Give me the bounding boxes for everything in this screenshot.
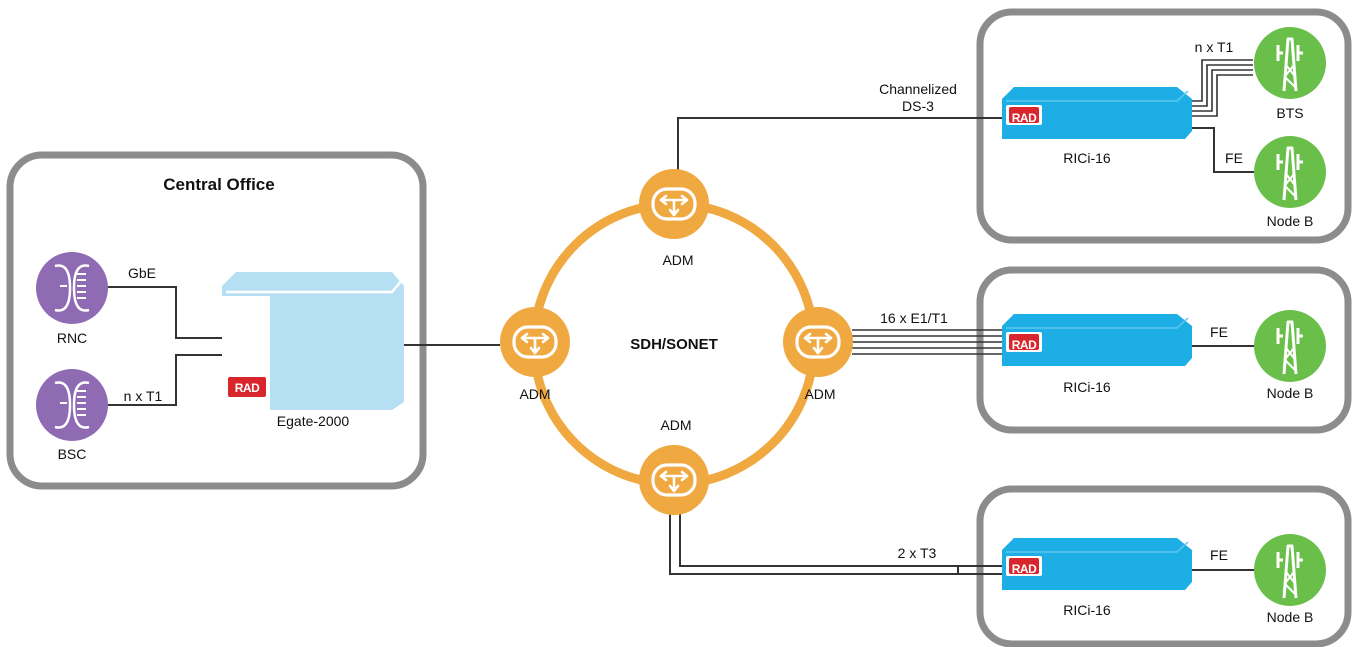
gbe-link bbox=[108, 286, 222, 339]
egate-label: Egate-2000 bbox=[277, 413, 350, 429]
adm-right-icon bbox=[781, 305, 855, 379]
adm-left-icon bbox=[498, 305, 572, 379]
site3-rad-text: RAD bbox=[1012, 562, 1037, 576]
fe-label-site2: FE bbox=[1210, 324, 1228, 340]
site1-frame bbox=[976, 8, 1352, 244]
central-office-frame bbox=[6, 151, 427, 490]
rnc-icon bbox=[34, 250, 110, 326]
fe-link-site1 bbox=[1182, 127, 1254, 173]
ds3-link bbox=[677, 117, 1002, 182]
site1-rad-text: RAD bbox=[1012, 111, 1037, 125]
ring-label: SDH/SONET bbox=[630, 336, 718, 353]
e1-t1-links bbox=[852, 329, 1002, 355]
site2-nodeb-label: Node B bbox=[1267, 385, 1314, 401]
site2-rad-text: RAD bbox=[1012, 338, 1037, 352]
egate-rad-text: RAD bbox=[235, 381, 260, 395]
site1-nodeb-antenna-icon bbox=[1252, 134, 1328, 210]
ds3-label-line1: Channelized bbox=[879, 81, 957, 97]
site3-nodeb-antenna-icon bbox=[1252, 532, 1328, 608]
bsc-icon bbox=[34, 367, 110, 443]
t3-links bbox=[669, 510, 1002, 575]
fe-label-site3: FE bbox=[1210, 547, 1228, 563]
t3-label: 2 x T3 bbox=[898, 545, 937, 561]
site1-device-label: RICi-16 bbox=[1063, 150, 1111, 166]
site3-nodeb-label: Node B bbox=[1267, 609, 1314, 625]
adm-top-label: ADM bbox=[662, 252, 693, 268]
egate-device: RAD bbox=[222, 272, 404, 410]
adm-bottom-icon bbox=[637, 443, 711, 517]
adm-right-label: ADM bbox=[804, 386, 835, 402]
bts-label: BTS bbox=[1276, 105, 1303, 121]
nx-t1-label: n x T1 bbox=[124, 388, 163, 404]
bts-links bbox=[1180, 59, 1253, 117]
central-office-title: Central Office bbox=[163, 175, 274, 194]
nx-t1-link bbox=[108, 354, 222, 406]
adm-bottom-label: ADM bbox=[660, 417, 691, 433]
adm-left-label: ADM bbox=[519, 386, 550, 402]
site2-device-label: RICi-16 bbox=[1063, 379, 1111, 395]
site2-frame bbox=[976, 266, 1352, 434]
egate-rad-logo bbox=[228, 377, 266, 397]
bsc-label: BSC bbox=[58, 446, 87, 462]
gbe-label: GbE bbox=[128, 265, 156, 281]
site1-nodeb-label: Node B bbox=[1267, 213, 1314, 229]
nx-t1-bts-label: n x T1 bbox=[1195, 39, 1234, 55]
adm-top-icon bbox=[637, 167, 711, 241]
fe-label-site1: FE bbox=[1225, 150, 1243, 166]
ds3-label-line2: DS-3 bbox=[902, 98, 934, 114]
e1-t1-label: 16 x E1/T1 bbox=[880, 310, 948, 326]
site3-device-label: RICi-16 bbox=[1063, 602, 1111, 618]
bts-antenna-icon bbox=[1252, 25, 1328, 101]
rnc-label: RNC bbox=[57, 330, 87, 346]
site2-nodeb-antenna-icon bbox=[1252, 308, 1328, 384]
